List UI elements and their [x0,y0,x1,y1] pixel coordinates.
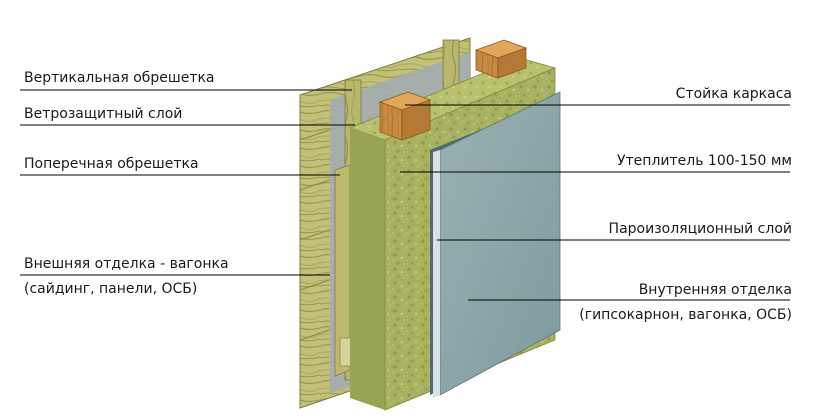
label-wind-barrier: Ветрозащитный слой [24,106,183,122]
label-interior-finish: Внутренняя отделка [638,282,792,298]
label-exterior-finish-note: (сайдинг, панели, ОСБ) [24,281,198,297]
frame-studs [378,39,528,141]
label-vapor-barrier: Пароизоляционный слой [608,221,792,237]
label-exterior-finish: Внешняя отделка - вагонка [24,256,229,272]
label-vertical-battens: Вертикальная обрешетка [24,70,215,86]
label-interior-finish-note: (гипсокарнон, вагонка, ОСБ) [579,307,792,323]
label-insulation: Утеплитель 100-150 мм [617,153,792,169]
interior-drywall [433,91,561,398]
label-frame-stud: Стойка каркаса [675,86,792,102]
leader-lines [20,89,790,301]
label-cross-battens: Поперечная обрешетка [24,156,199,172]
